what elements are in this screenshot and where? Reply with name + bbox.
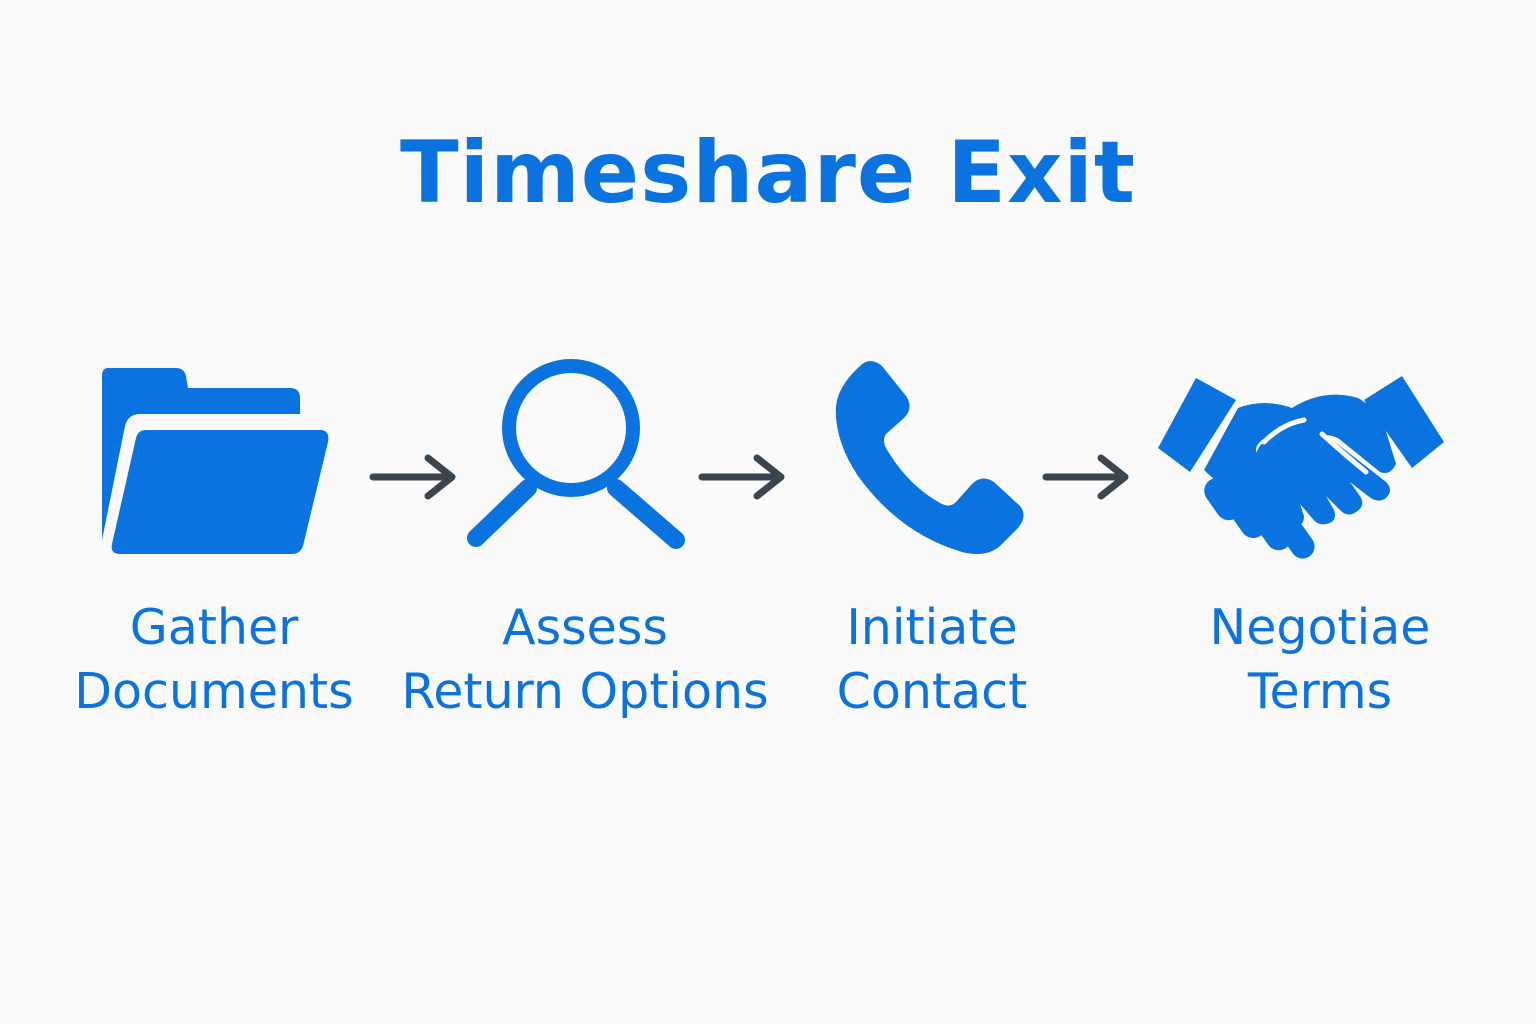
magnifier-icon bbox=[466, 358, 691, 553]
arrow-right-icon bbox=[1041, 452, 1133, 506]
step-label-line: Gather bbox=[129, 599, 299, 656]
arrow-right-icon bbox=[697, 452, 789, 506]
step-label-assess-return-options: Assess Return Options bbox=[398, 596, 772, 724]
step-label-initiate-contact: Initiate Contact bbox=[812, 596, 1052, 724]
arrow-right-icon bbox=[368, 452, 460, 506]
step-label-line: Terms bbox=[1247, 663, 1393, 720]
step-label-line: Return Options bbox=[401, 663, 769, 720]
step-label-negotiate-terms: Negotiae Terms bbox=[1182, 596, 1458, 724]
step-label-line: Assess bbox=[502, 599, 668, 656]
step-label-line: Negotiae bbox=[1209, 599, 1431, 656]
folder-icon bbox=[98, 362, 333, 562]
step-label-line: Initiate bbox=[846, 599, 1018, 656]
phone-icon bbox=[830, 356, 1030, 561]
step-label-line: Contact bbox=[836, 663, 1028, 720]
diagram-title: Timeshare Exit bbox=[399, 123, 1136, 223]
step-label-gather-documents: Gather Documents bbox=[64, 596, 364, 724]
step-label-line: Documents bbox=[74, 663, 354, 720]
handshake-icon bbox=[1154, 372, 1449, 567]
